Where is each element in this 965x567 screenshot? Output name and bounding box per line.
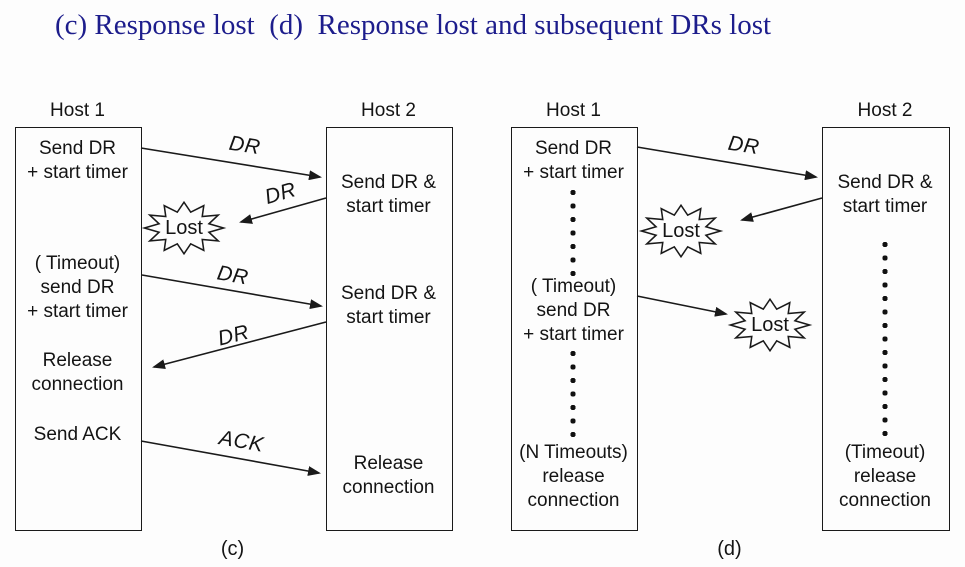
panel-c-host1-label: Host 1 — [50, 100, 105, 121]
panel-d-host2-timeline-dots — [881, 239, 889, 443]
panel-c-message-dr3: DR — [215, 261, 251, 290]
panel-c-host2-event-release: Release connection — [342, 453, 435, 498]
arrow-d-dr2-lost — [740, 197, 823, 222]
panel-c-host2-event-send-dr-1: Send DR & start timer — [340, 172, 437, 217]
panel-c-message-dr4: DR — [215, 320, 252, 351]
panel-d-host1-event-timeout-send-dr: ( Timeout) send DR + start timer — [523, 276, 624, 345]
starburst-icon — [141, 200, 227, 256]
panel-d-lost-burst-2: Lost — [727, 296, 813, 354]
panel-d-host1-box — [511, 127, 638, 531]
panel-c-lost-burst: Lost — [141, 199, 227, 257]
panel-c-caption: (c) — [220, 538, 245, 560]
panel-d-lost-label-1: Lost — [662, 219, 700, 242]
panel-d-host2-event-send-dr: Send DR & start timer — [837, 172, 933, 217]
arrow-d-dr3-lost — [636, 295, 728, 317]
panel-c-message-dr2: DR — [262, 178, 299, 209]
panel-c-host1-box — [15, 127, 142, 531]
panel-c-lost-label: Lost — [165, 216, 203, 239]
panel-c-host2-event-send-dr-2: Send DR & start timer — [340, 283, 437, 328]
panel-d-caption: (d) — [717, 538, 742, 560]
panel-d-message-dr1: DR — [726, 131, 762, 160]
panel-c-message-ack: ACK — [217, 426, 266, 457]
panel-d-host2-box — [822, 127, 950, 531]
panel-c-host2-label: Host 2 — [361, 100, 416, 121]
panel-c-host1-event-timeout-send-dr: ( Timeout) send DR + start timer — [27, 253, 128, 322]
starburst-icon — [727, 297, 813, 353]
panel-d-host1-event-n-timeouts-release: (N Timeouts) release connection — [519, 442, 628, 511]
panel-d-host1-label: Host 1 — [546, 100, 601, 121]
panel-c-host2-box — [326, 127, 453, 531]
panel-c-host1-event-send-dr: Send DR + start timer — [27, 138, 128, 183]
panel-c-host1-event-release: Release connection — [31, 350, 124, 395]
panel-d-host1-event-send-dr: Send DR + start timer — [523, 138, 624, 183]
panel-c-host1-event-send-ack: Send ACK — [33, 424, 122, 445]
starburst-icon — [638, 203, 724, 259]
panel-d-lost-burst-1: Lost — [638, 202, 724, 260]
panel-d-lost-label-2: Lost — [751, 313, 789, 336]
figure-title: (c) Response lost (d) Response lost and … — [55, 9, 772, 41]
panel-d-host2-event-timeout-release: (Timeout) release connection — [839, 442, 931, 511]
panel-d-host2-label: Host 2 — [857, 100, 913, 121]
panel-d-host1-timeline-dots-2 — [569, 348, 577, 444]
panel-d-host1-timeline-dots-1 — [569, 187, 577, 282]
panel-c-message-dr1: DR — [227, 131, 263, 160]
